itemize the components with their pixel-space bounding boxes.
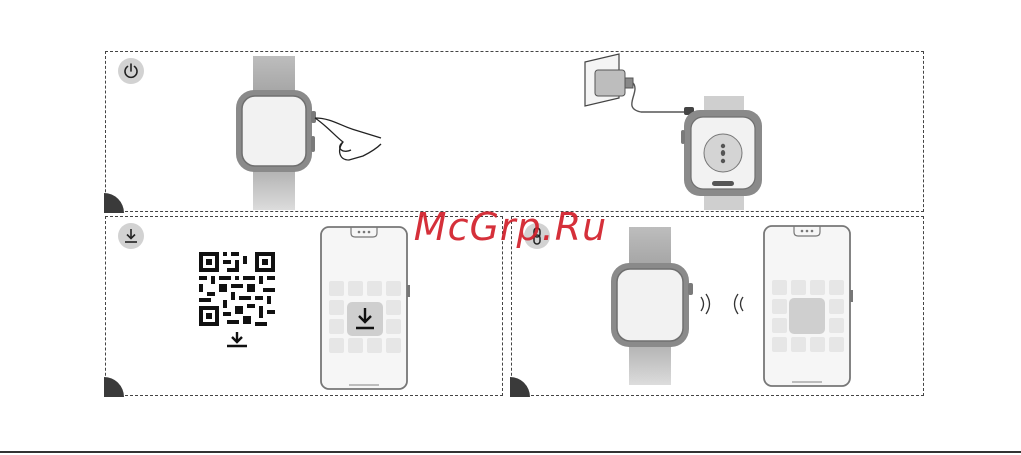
page-bottom-rule [0,451,1021,453]
charging-illustration [581,52,771,210]
phone-download-illustration [319,225,411,391]
power-badge [118,58,144,84]
wireless-signal-icon [697,291,747,317]
power-on-panel [105,51,924,212]
watermark-text: McGrp.Ru [0,205,1021,249]
corner-marker [510,377,530,397]
watch-front-illustration [607,227,697,385]
corner-marker [104,377,124,397]
power-icon [118,58,144,84]
watch-press-button-illustration [231,56,391,210]
qr-code-illustration [196,249,282,349]
